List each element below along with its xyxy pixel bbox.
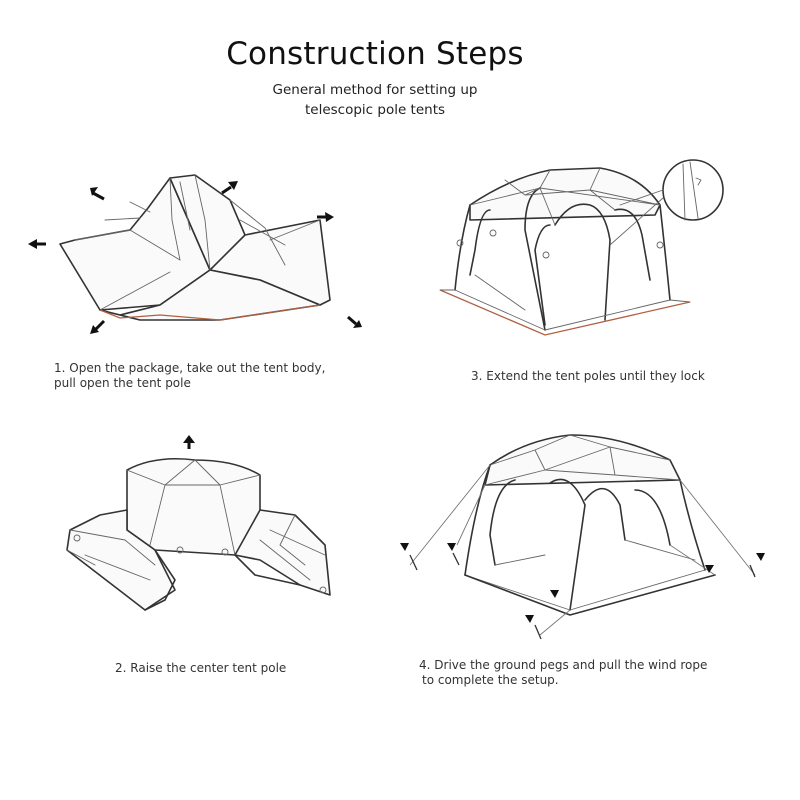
peg-arrow-icon <box>447 543 456 551</box>
step-3-caption: 3. Extend the tent poles until they lock <box>471 369 705 384</box>
peg-arrow-icon <box>705 565 714 573</box>
step-2-line-1: 2. Raise the center tent pole <box>115 661 287 675</box>
peg-arrow-icon <box>550 590 559 598</box>
arrow-icon <box>325 212 334 222</box>
pole-lock-zoom <box>609 159 724 246</box>
peg-arrow-icon <box>756 553 765 561</box>
step3-illustration <box>439 159 724 336</box>
step-2-caption: 2. Raise the center tent pole <box>115 661 286 676</box>
page-subtitle: General method for setting up telescopic… <box>0 80 750 120</box>
step-1-caption: 1. Open the package, take out the tent b… <box>54 361 325 391</box>
step-4-line-2: to complete the setup. <box>422 673 559 687</box>
step-3-line-1: 3. Extend the tent poles until they lock <box>471 369 705 383</box>
step-1-line-1: 1. Open the package, take out the tent b… <box>54 361 326 375</box>
guy-ropes <box>409 464 756 636</box>
arrow-icon <box>353 320 362 328</box>
page-title: Construction Steps <box>226 36 524 72</box>
step1-illustration <box>28 174 362 334</box>
step4-illustration <box>400 434 765 640</box>
arrow-icon <box>90 187 104 198</box>
subtitle-line-2: telescopic pole tents <box>304 102 446 118</box>
step-4-line-1: 4. Drive the ground pegs and pull the wi… <box>419 658 708 672</box>
ground-pegs <box>400 543 765 640</box>
arrow-icon <box>183 435 195 443</box>
peg-arrow-icon <box>400 543 409 551</box>
step-1-line-2: pull open the tent pole <box>54 376 191 390</box>
arrow-icon <box>28 239 37 249</box>
arrow-icon <box>90 325 99 334</box>
raised-tent <box>66 457 331 611</box>
arrow-icon <box>228 181 238 190</box>
folded-tent-body <box>59 174 331 321</box>
peg-arrow-icon <box>525 615 534 623</box>
step-4-caption: 4. Drive the ground pegs and pull the wi… <box>419 658 707 688</box>
finished-tent <box>464 434 716 616</box>
subtitle-line-1: General method for setting up <box>272 82 478 98</box>
standing-tent <box>439 167 691 336</box>
step2-illustration <box>66 435 331 611</box>
arrow-up <box>183 435 195 449</box>
expand-arrows <box>28 181 362 334</box>
